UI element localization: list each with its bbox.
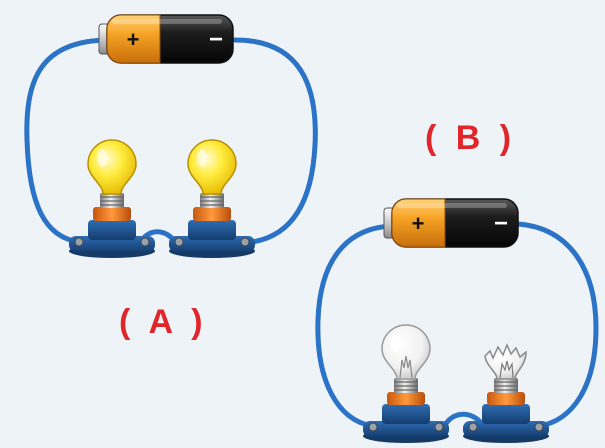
wire	[315, 223, 395, 429]
light-bulb-broken	[463, 343, 549, 443]
light-bulb-unlit	[363, 324, 449, 443]
circuit-a-label: ( A )	[119, 303, 208, 341]
light-bulb-lit	[169, 139, 255, 258]
circuit-a: + −	[24, 14, 318, 258]
negative-terminal-symbol: −	[209, 26, 223, 53]
circuit-b-label: ( B )	[425, 119, 517, 157]
wire	[24, 37, 113, 245]
wire	[515, 221, 599, 429]
battery: + −	[98, 14, 234, 64]
wire	[232, 37, 318, 245]
circuit-b: + −	[315, 198, 599, 443]
positive-terminal-symbol: +	[412, 211, 425, 236]
battery: + −	[383, 198, 519, 248]
light-bulb-lit	[69, 139, 155, 258]
negative-terminal-symbol: −	[494, 210, 508, 237]
positive-terminal-symbol: +	[127, 27, 140, 52]
